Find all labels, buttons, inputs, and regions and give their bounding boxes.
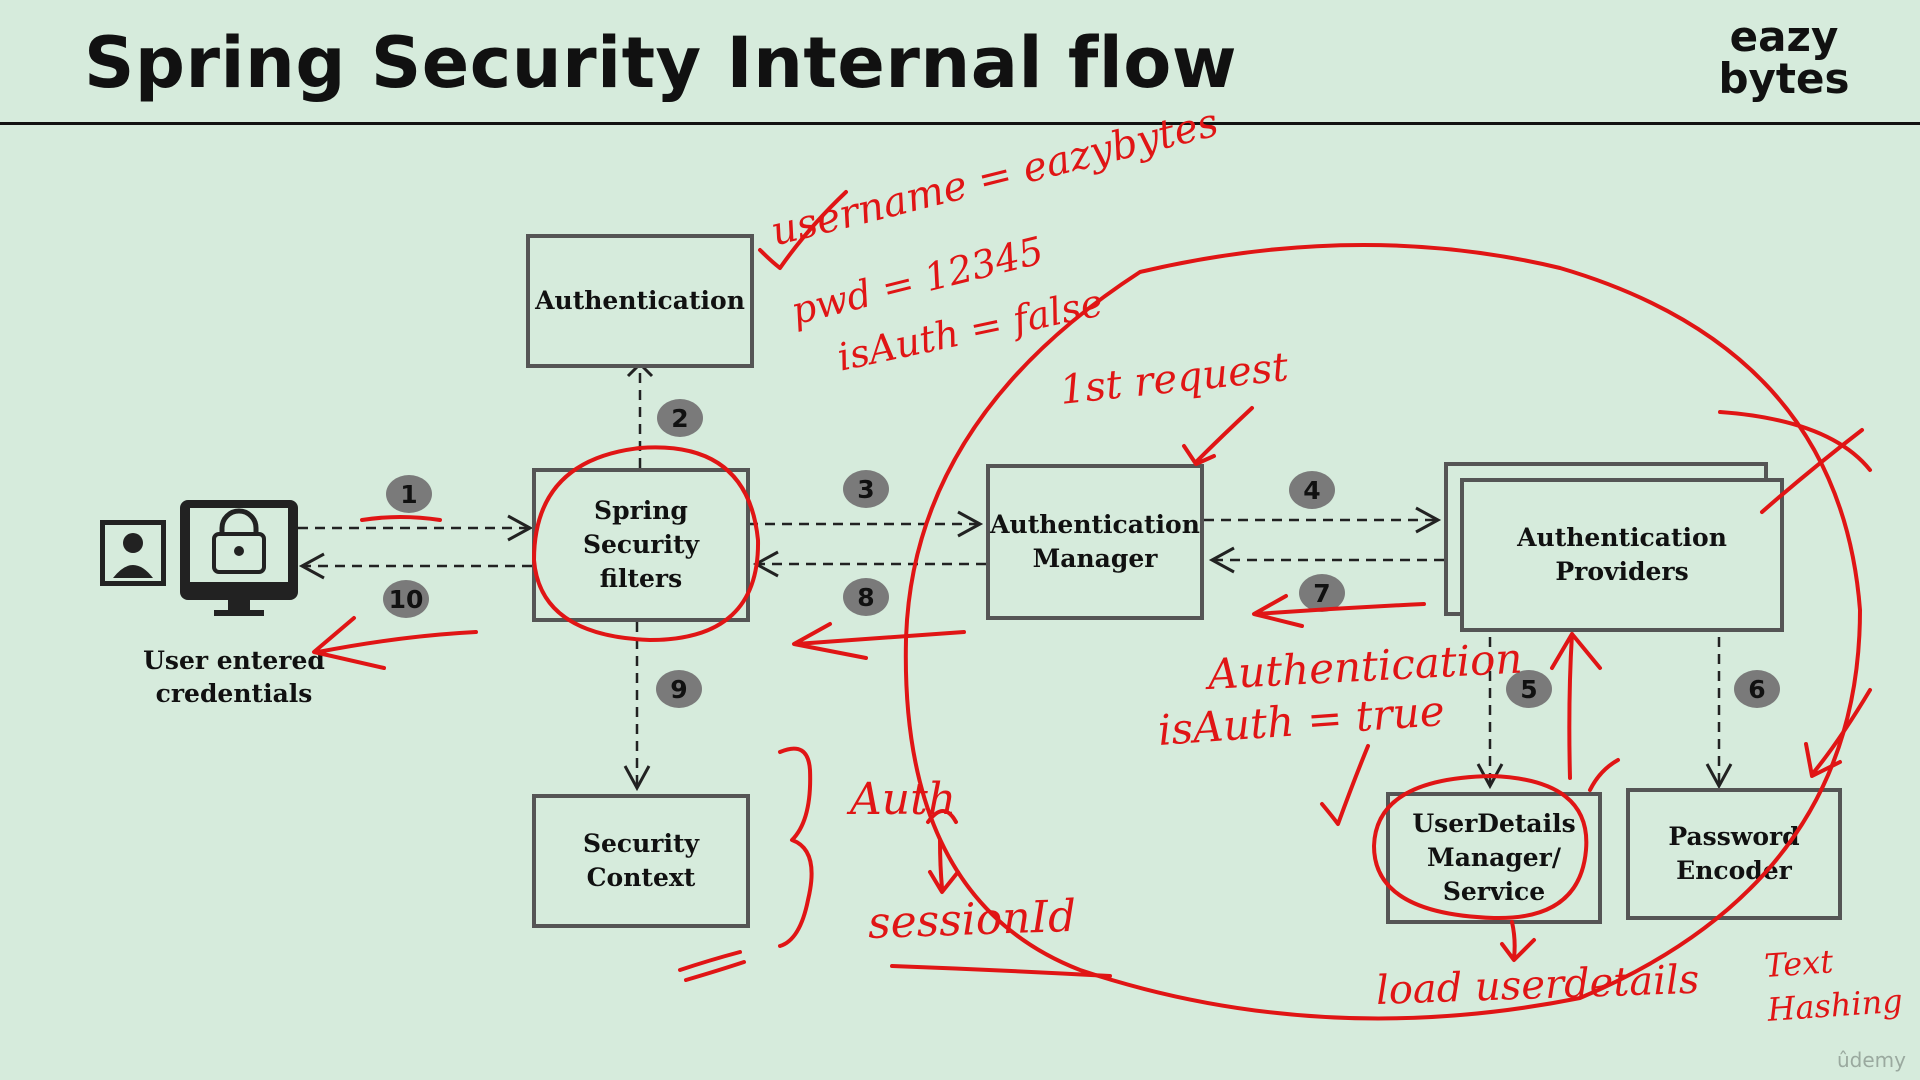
arrow-up-step-5 [1550,632,1602,780]
underline-step-1 [360,515,442,522]
authentication-providers-box: Authentication Providers [1460,478,1784,632]
authentication-box: Authentication [526,234,754,368]
spring-security-filters-box: Spring Security filters [532,468,750,622]
eazybytes-logo: eazy bytes [1704,16,1864,100]
step-badge-1: 1 [386,475,432,513]
udemy-watermark: ûdemy [1837,1048,1906,1072]
annotation-session-id: sessionId [867,890,1077,949]
step-badge-10: 10 [383,580,429,618]
auth-session-arrow [926,809,960,894]
user-entered-credentials-label: User entered credentials [143,646,325,708]
underline-session-id [890,964,1112,978]
checkmark-isauth [1320,744,1370,826]
title-divider [0,122,1920,125]
arrow-first-request [1182,406,1254,466]
logo-line-2: bytes [1718,54,1850,103]
dash-marks [678,950,746,982]
step-badge-6: 6 [1734,670,1780,708]
circle-filters [532,445,761,642]
arrow-down-load [1500,920,1536,962]
arrow-annotation-10 [312,616,478,670]
arrow-annotation-7 [1252,594,1426,628]
page-title: Spring Security Internal flow [84,22,1238,104]
step-badge-4: 4 [1289,471,1335,509]
step-badge-7: 7 [1299,574,1345,612]
annotation-text-hashing: Text Hashing [1763,942,1904,1029]
arrow-to-encoder [1804,688,1872,778]
step-badge-8: 8 [843,578,889,616]
tick-user-details [1588,758,1620,792]
curly-brace [778,746,814,948]
checkmark-authentication [758,190,848,270]
user-details-service-box: UserDetails Manager/ Service [1386,792,1602,924]
arrow-annotation-8 [792,622,966,660]
step-badge-5: 5 [1506,670,1552,708]
authentication-manager-box: Authentication Manager [986,464,1204,620]
password-encoder-box: Password Encoder [1626,788,1842,920]
arrow-providers-right [1718,410,1872,514]
step-badge-9: 9 [656,670,702,708]
big-ellipse [903,242,1862,1021]
step-badge-3: 3 [843,470,889,508]
logo-line-1: eazy [1729,12,1839,61]
circle-user-details [1372,774,1589,921]
security-context-box: Security Context [532,794,750,928]
user-avatar-icon [100,520,166,586]
step-badge-2: 2 [657,399,703,437]
monitor-lock-icon [180,500,298,616]
annotation-auth: Auth [850,774,957,825]
